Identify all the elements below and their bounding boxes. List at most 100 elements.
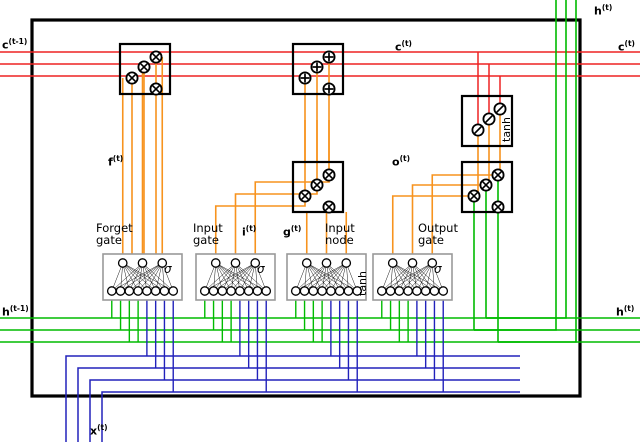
gate-connection-input-gate-2-1 [213,262,256,292]
operator-stroke-b [127,73,137,83]
label-forget-signal: f(t) [108,154,124,169]
gate-connection-forget-gate-1-5 [142,262,156,292]
gate-box-input-gate[interactable] [195,253,276,301]
h-out-top-0 [474,0,557,331]
x-input-line-0 [65,355,520,442]
gate-connection-output-gate-1-6 [412,262,435,292]
operator-stroke-b [469,191,479,201]
gate-input-node-output-gate-4 [412,286,422,296]
operator-stroke-b [324,202,334,212]
gate-connection-input-node-1-7 [326,262,358,292]
gate-box-output-gate[interactable] [372,253,453,301]
activation-sigma-output: σ [434,262,442,276]
operator-stroke-b [312,180,322,190]
gate-input-node-output-gate-0 [376,286,387,296]
gate-connection-input-gate-2-2 [222,262,256,292]
operator-box-output-multiply-box [460,160,514,214]
gate-input-node-input-node-4 [326,286,336,296]
gate-connection-input-gate-0-3 [215,262,232,292]
gate-connection-input-node-2-3 [321,262,347,292]
operator-symbol-add-2 [322,50,336,64]
gate-input-node-forget-gate-1 [115,286,126,296]
gate-output-node-input-node-0 [301,258,312,268]
label-x-input: x(t) [90,423,108,438]
gate-connection-forget-gate-1-0 [111,262,143,292]
activation-tanh-input-node: tanh [356,271,369,296]
operator-symbol-multiply-0 [467,189,481,203]
gate-input-node-input-gate-0 [199,286,210,296]
gate-output-node-forget-gate-1 [137,258,148,268]
gate-input-node-input-gate-5 [243,286,254,296]
gate-input-node-forget-gate-4 [142,286,152,296]
gate-output-node-forget-gate-2 [157,258,168,268]
operator-symbol-multiply-0 [125,71,139,85]
operator-stroke-b [481,180,491,190]
gate-connection-forget-gate-0-6 [122,262,165,292]
label-c-out: c(t) [395,39,412,54]
h-out-top-1 [486,0,567,319]
gate-connection-input-gate-1-2 [222,262,236,292]
gate-input-node-output-gate-3 [403,286,413,296]
gate-input-node-input-gate-1 [208,286,219,296]
gate-connection-forget-gate-0-3 [122,262,139,292]
gate-output-node-output-gate-2 [427,258,438,268]
gate-connection-forget-gate-1-6 [142,262,165,292]
gate-connection-input-gate-2-3 [230,262,256,292]
gate-connection-output-gate-1-7 [412,262,444,292]
gate-box-input-node[interactable] [286,253,367,301]
gate-input-node-forget-gate-6 [159,286,170,296]
gate-connection-forget-gate-1-2 [129,262,143,292]
operator-stroke-a [495,104,505,114]
gate-title-output-gate: Output gate [418,221,458,248]
gate-connection-input-gate-0-4 [215,262,241,292]
label-h-prev: h(t-1) [2,304,29,319]
gate-connection-input-gate-2-4 [239,262,256,292]
gate-input-node-forget-gate-5 [150,286,161,296]
operator-symbol-multiply-3 [149,82,163,96]
operator-symbol-tanh-0 [471,123,485,137]
gate-title-input-gate: Input gate [193,221,223,248]
gate-connection-input-node-1-1 [304,262,327,292]
gate-connection-forget-gate-2-3 [137,262,163,292]
gate-output-node-input-gate-1 [230,258,241,268]
label-c-out-right: c(t) [618,39,635,54]
gate-output-node-input-node-1 [321,258,332,268]
gate-input-node-output-gate-2 [394,286,405,296]
gate-connection-input-node-0-5 [306,262,340,292]
operator-stroke-b [493,170,503,180]
operator-stroke-b [151,84,161,94]
gate-connection-input-node-1-6 [326,262,349,292]
gate-connection-forget-gate-0-0 [111,262,123,292]
gate-connection-output-gate-2-7 [432,262,444,292]
gate-connection-input-node-2-2 [313,262,347,292]
gate-input-node-input-gate-7 [261,286,272,296]
gate-connection-forget-gate-0-4 [122,262,148,292]
operator-symbol-multiply-1 [479,178,493,192]
label-output-signal: o(t) [392,154,411,169]
gate-connection-forget-gate-2-4 [146,262,163,292]
gate-input-node-input-node-3 [317,286,327,296]
gate-input-node-input-gate-4 [235,286,245,296]
gate-connection-input-node-2-1 [304,262,347,292]
operator-symbol-multiply-3 [491,200,505,214]
gate-box-forget-gate[interactable] [102,253,183,301]
gate-input-node-input-node-1 [299,286,310,296]
gate-input-node-input-node-0 [290,286,301,296]
gate-title-input-node: Input node [325,221,355,248]
operator-symbol-multiply-2 [491,168,505,182]
x-input-line-2 [89,379,520,442]
gate-output-node-forget-gate-0 [117,258,128,268]
lstm-cell-border [30,18,582,398]
gate-output-node-input-gate-0 [210,258,221,268]
operator-symbol-tanh-2 [493,102,507,116]
gate-connection-forget-gate-2-1 [120,262,163,292]
gate-connection-output-gate-2-2 [399,262,433,292]
operator-stroke-b [151,52,161,62]
gate-connection-input-node-1-2 [313,262,327,292]
gate-connection-input-node-0-3 [306,262,323,292]
x-input-line-3 [101,391,520,442]
gate-connection-input-node-1-5 [326,262,340,292]
gate-connection-input-gate-1-7 [235,262,267,292]
